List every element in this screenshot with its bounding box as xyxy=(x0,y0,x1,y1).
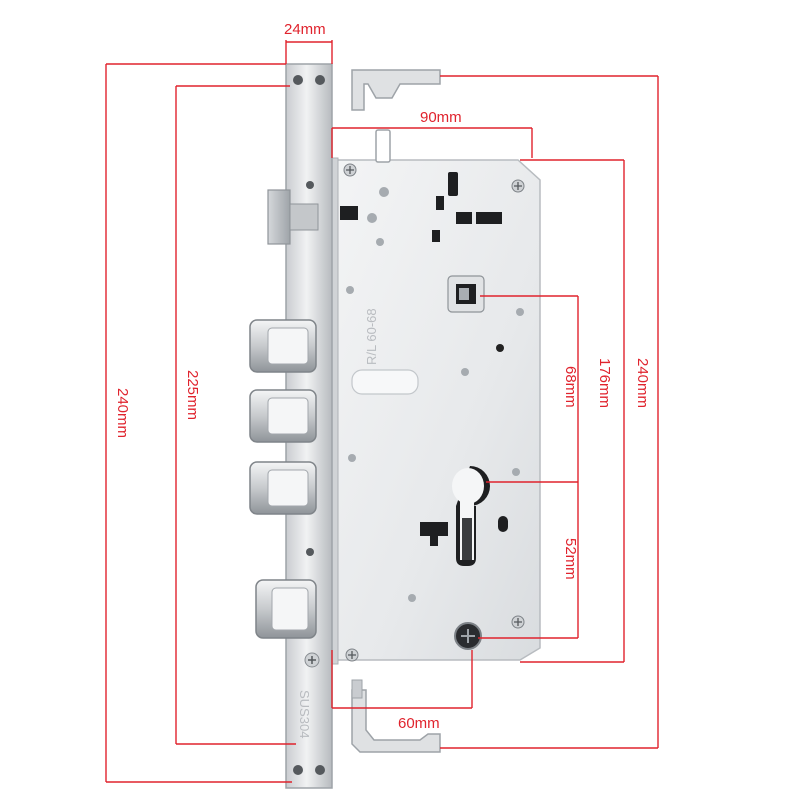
faceplate-screw-hole xyxy=(306,181,314,189)
faceplate-width-label: 24mm xyxy=(284,21,326,38)
bottom-mounting-bracket xyxy=(351,679,441,753)
dimension-lines xyxy=(105,40,659,783)
faceplate-marking: SUS304 xyxy=(297,690,312,738)
faceplate-screw-hole xyxy=(315,765,325,775)
handle-to-cylinder-label: 68mm xyxy=(562,366,579,408)
case-screw-icon xyxy=(511,615,525,629)
dead-bolts xyxy=(249,319,317,639)
handle-spindle-hub xyxy=(447,275,485,313)
case-width-label: 90mm xyxy=(420,109,462,126)
backset-label: 60mm xyxy=(398,715,440,732)
case-screw-icon xyxy=(343,163,357,177)
faceplate-length-right-label: 240mm xyxy=(634,358,651,408)
bottom-drive-screw-icon xyxy=(454,622,482,650)
case-marking: R/L 60-68 xyxy=(364,308,379,365)
faceplate-screw-hole xyxy=(306,548,314,556)
top-mounting-bracket xyxy=(351,69,441,163)
faceplate-screw-icon xyxy=(304,652,320,668)
cylinder-to-screw-label: 52mm xyxy=(562,538,579,580)
case-details: R/L 60-68 xyxy=(340,163,525,662)
case-height-label: 176mm xyxy=(596,358,613,408)
faceplate-inner-length-label: 225mm xyxy=(184,370,201,420)
faceplate-screw-hole xyxy=(293,765,303,775)
faceplate-length-left-label: 240mm xyxy=(114,388,131,438)
latch-bolt xyxy=(267,189,319,245)
faceplate-screw-hole xyxy=(315,75,325,85)
case-screw-icon xyxy=(345,648,359,662)
cylinder-hole xyxy=(452,466,490,566)
faceplate-screw-hole xyxy=(293,75,303,85)
lock-case xyxy=(329,157,541,665)
case-screw-icon xyxy=(511,179,525,193)
